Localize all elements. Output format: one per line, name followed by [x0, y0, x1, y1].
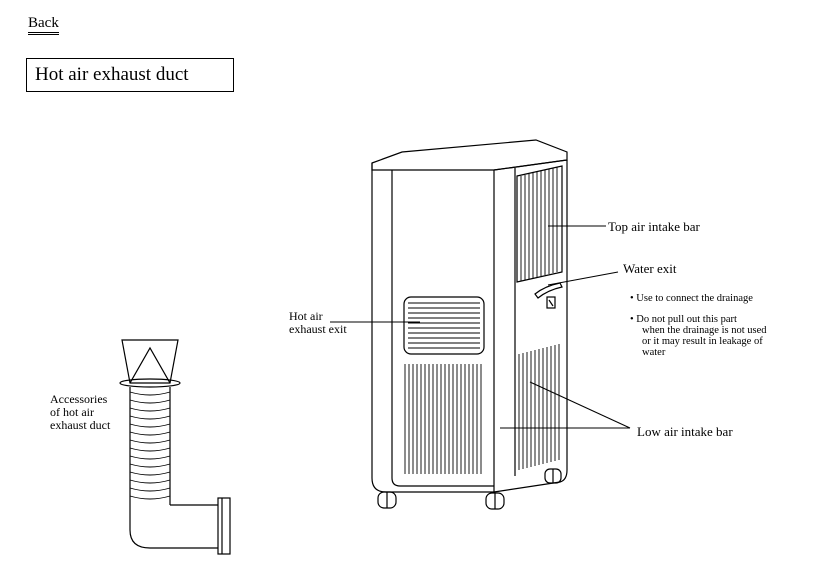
duct-corrugations [129, 391, 171, 500]
label-hot-air-exhaust-exit: Hot air exhaust exit [289, 310, 347, 336]
casters [377, 468, 562, 510]
front-lower-grille [404, 364, 482, 474]
label-water-exit: Water exit [623, 261, 677, 276]
label-accessories-line-1: Accessories [50, 392, 108, 406]
label-top-air-intake-bar: Top air intake bar [608, 219, 700, 234]
label-accessories-line-3: exhaust duct [50, 418, 111, 432]
air-conditioner-unit [330, 139, 631, 510]
note-do-not-pull-line-1: • Do not pull out this part [630, 314, 737, 325]
note-do-not-pull: • Do not pull out this part when the dra… [630, 314, 767, 358]
label-accessories-line-2: of hot air [50, 405, 94, 419]
label-hot-air-exhaust-exit-line-2: exhaust exit [289, 322, 347, 336]
page-title: Hot air exhaust duct [26, 58, 234, 92]
leader-lines [330, 225, 631, 429]
exhaust-duct-accessory [119, 339, 231, 555]
low-air-intake-grille [518, 344, 560, 470]
label-low-air-intake-bar: Low air intake bar [637, 424, 733, 439]
hot-air-exhaust-vent [408, 302, 480, 349]
note-do-not-pull-line-2: when the drainage is not used [642, 325, 767, 336]
back-link[interactable]: Back [28, 14, 59, 35]
label-accessories: Accessories of hot air exhaust duct [50, 393, 110, 432]
note-drainage-connect: • Use to connect the drainage [630, 293, 753, 304]
top-air-intake-grille [520, 167, 558, 281]
label-hot-air-exhaust-exit-line-1: Hot air [289, 309, 323, 323]
note-do-not-pull-line-4: water [642, 347, 666, 358]
note-do-not-pull-line-3: or it may result in leakage of [642, 336, 763, 347]
